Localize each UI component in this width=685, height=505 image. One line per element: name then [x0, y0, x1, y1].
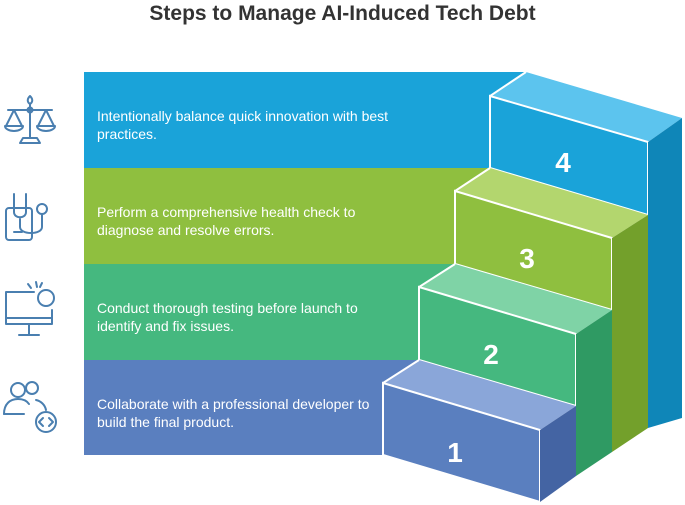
- step-2-block: [84, 263, 612, 476]
- monitor-bug-icon: [5, 281, 55, 336]
- step-4-number: 4: [555, 147, 571, 178]
- step-2-text: Conduct thorough testing before launch t…: [97, 300, 358, 334]
- step-1-band: [84, 360, 419, 455]
- step-3-side: [612, 215, 648, 452]
- step-3-text: Perform a comprehensive health check to …: [97, 204, 356, 238]
- step-1-number: 1: [447, 437, 463, 468]
- step-3-top: [455, 168, 648, 238]
- step-4-side: [648, 118, 682, 428]
- step-2-band: [84, 264, 455, 360]
- step-4-top: [490, 72, 682, 142]
- step-4-text: Intentionally balance quick innovation w…: [97, 108, 389, 142]
- step-3-band: [84, 168, 490, 264]
- users-code-icon: [3, 381, 57, 433]
- step-1-text: Collaborate with a professional develope…: [97, 396, 370, 430]
- step-2-number: 2: [483, 339, 499, 370]
- step-4-band: [84, 72, 526, 168]
- step-2-top: [419, 264, 612, 334]
- stethoscope-icon: [5, 193, 48, 241]
- step-2-side: [576, 310, 612, 476]
- balance-scale-icon: [4, 95, 56, 144]
- step-4-block: [84, 71, 682, 428]
- step-1-block: [84, 359, 576, 504]
- step-1-side: [540, 406, 576, 502]
- step-3-number: 3: [519, 243, 535, 274]
- step-3-block: [84, 167, 648, 452]
- diagram-title: Steps to Manage AI-Induced Tech Debt: [149, 2, 536, 25]
- step-1-top: [383, 360, 576, 430]
